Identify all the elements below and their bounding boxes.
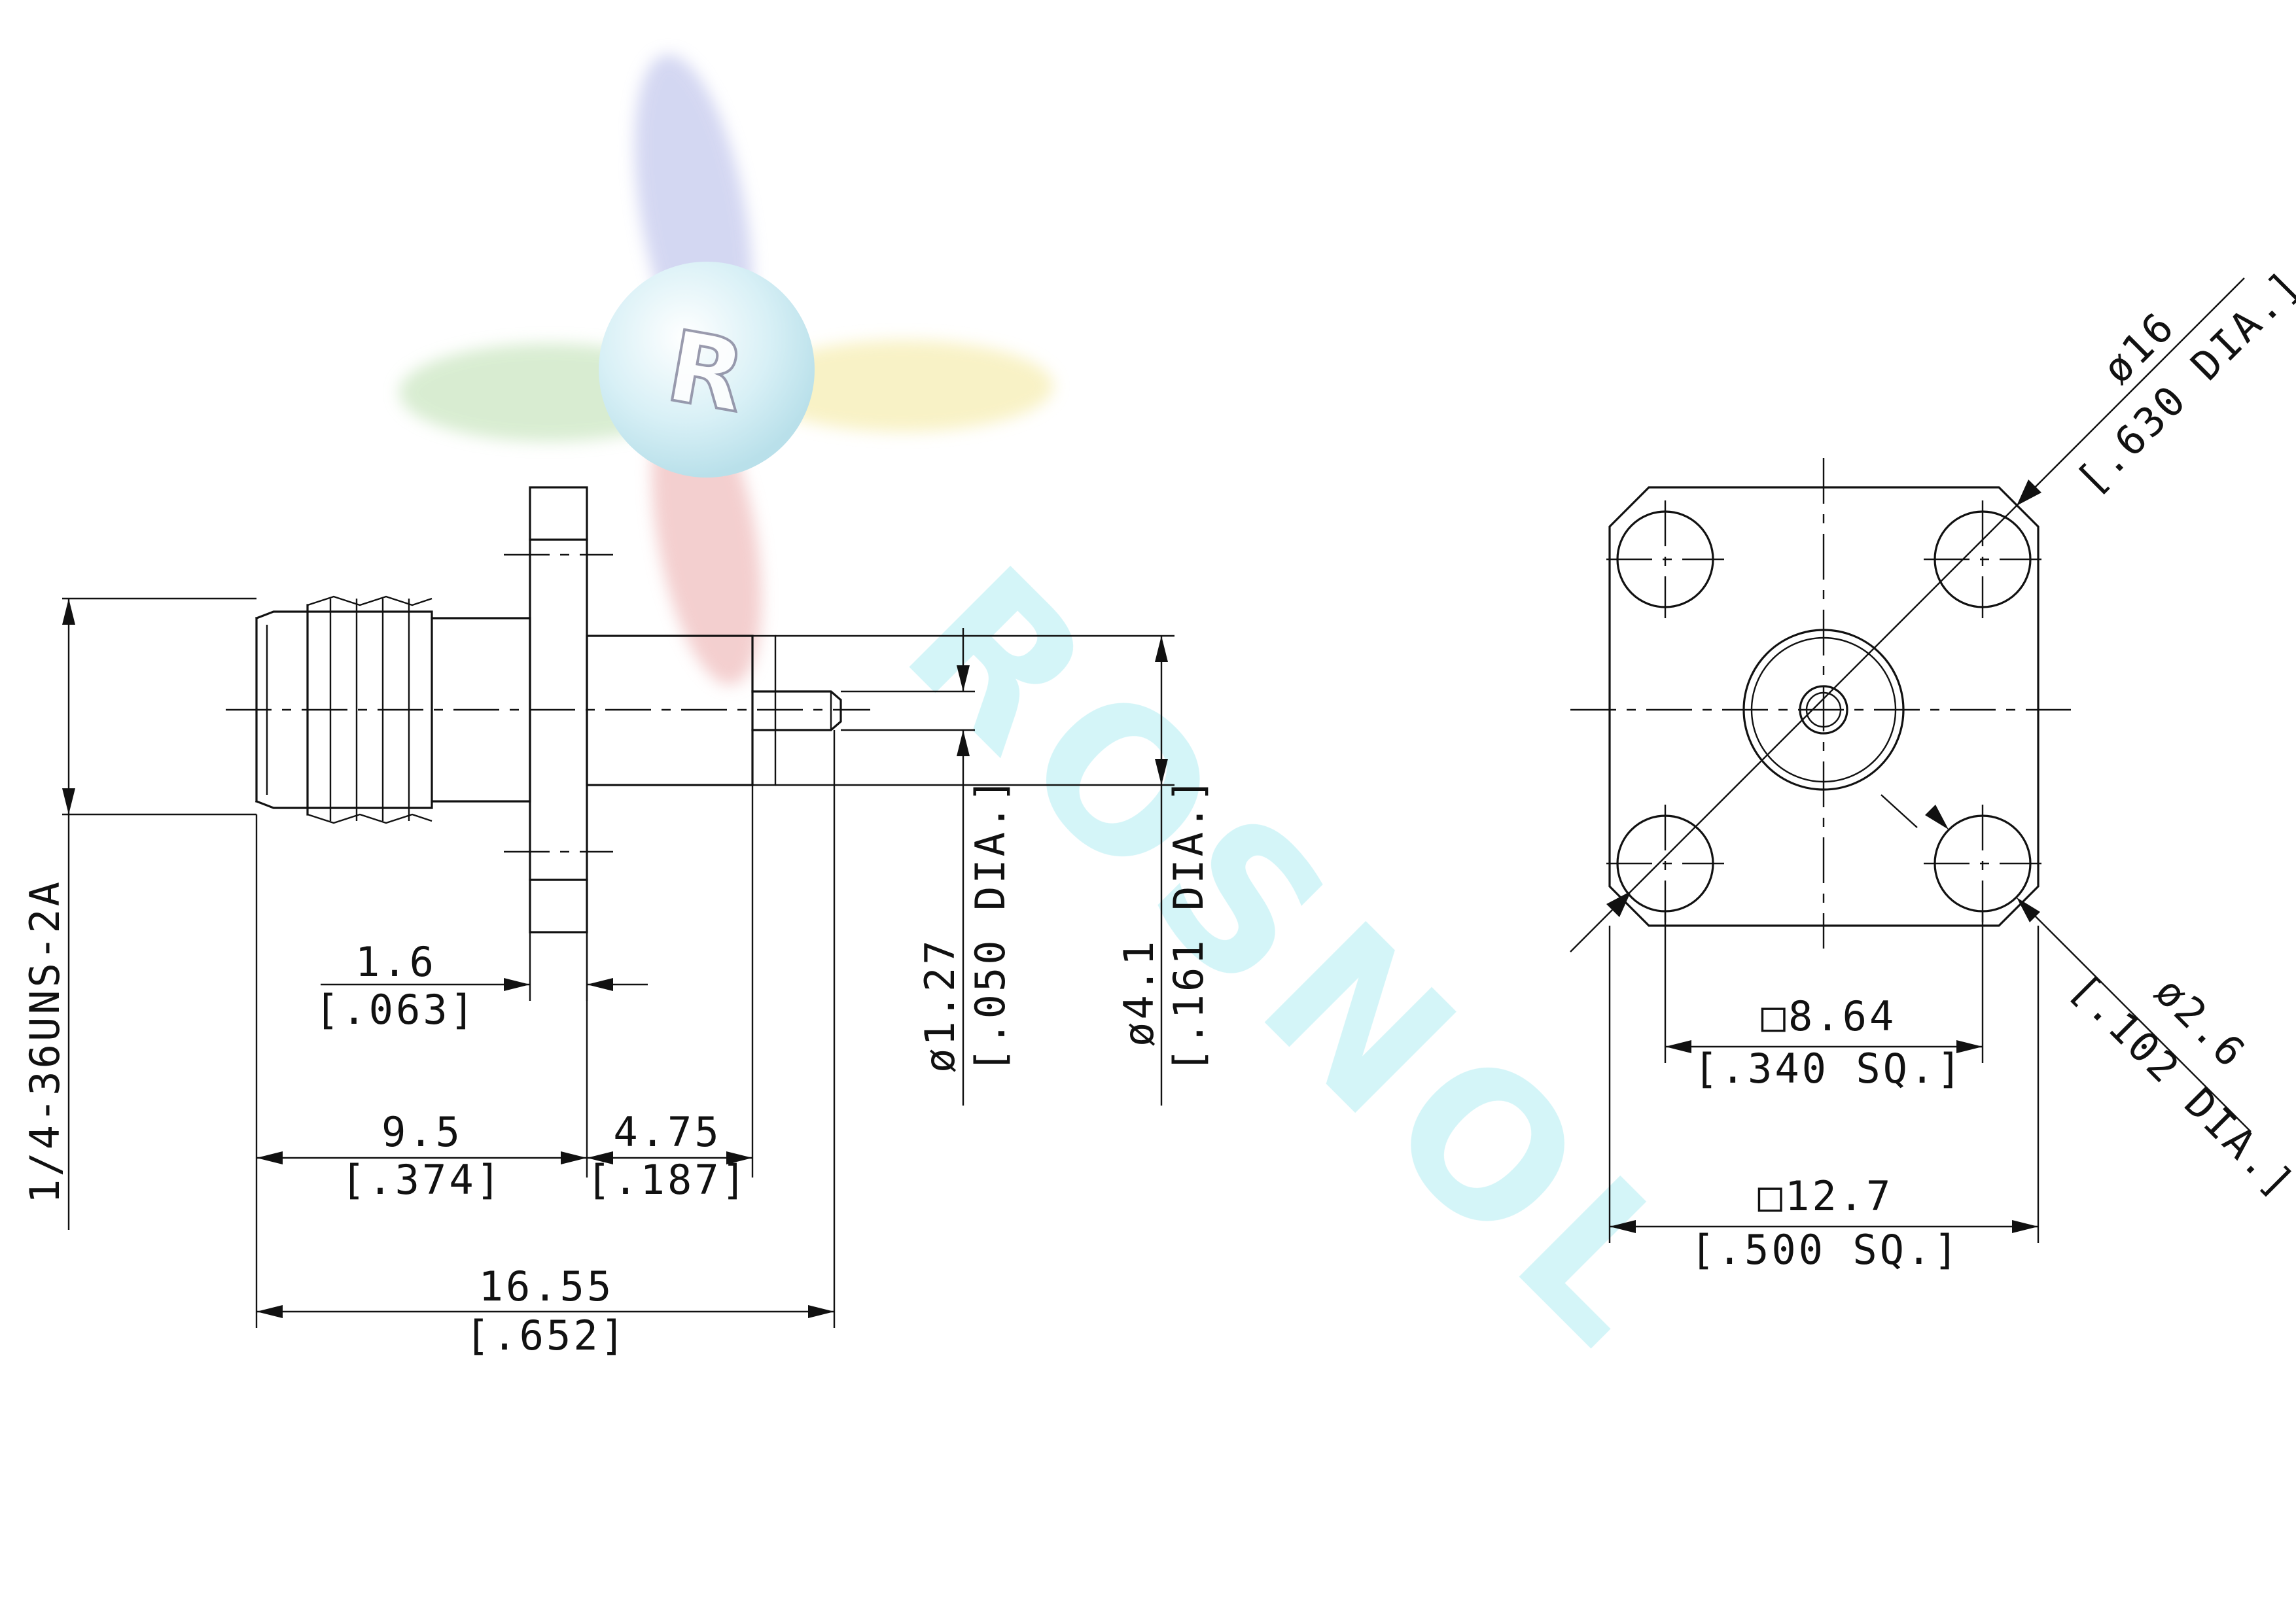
thread-label: 1/4-36UNS-2A [21, 879, 69, 1204]
dim-dielectric-diameter: ø4.1 [.161 DIA.] [775, 635, 1212, 1106]
body-length-mm: 4.75 [613, 1108, 721, 1156]
thread-length-inch: [.374] [341, 1156, 503, 1204]
body-length-inch: [.187] [586, 1156, 749, 1204]
watermark-globe [599, 262, 815, 478]
dim-thread-height: 1/4-36UNS-2A [21, 597, 256, 1230]
bolt-circle-inch: [.630 DIA.] [2067, 260, 2296, 504]
thread-section [255, 595, 531, 824]
square-flange [1608, 486, 2040, 927]
overall-length-mm: 16.55 [479, 1263, 614, 1310]
dim-hole-diameter: ø2.6 [.102 DIA.] [1881, 794, 2296, 1208]
pin-dia-inch: [.050 DIA.] [966, 775, 1014, 1073]
front-view: ø16 [.630 DIA.] ø2.6 [.102 DIA.] □8.64 [… [1570, 260, 2296, 1274]
dim-flange-thickness: 1.6 [.063] [315, 932, 648, 1034]
side-view: 1/4-36UNS-2A 1.6 [.063] 9.5 [.374] 4.75 … [21, 486, 1212, 1359]
dielectric-dia-inch: [.161 DIA.] [1165, 775, 1212, 1073]
flange-thickness-inch: [.063] [315, 986, 477, 1034]
front-view-centerlines [1570, 458, 2071, 949]
overall-length-inch: [.652] [465, 1312, 627, 1359]
hole-spacing-inch: [.340 SQ.] [1693, 1045, 1964, 1092]
dielectric-dia-mm: ø4.1 [1115, 939, 1163, 1047]
dim-flange-size: □12.7 [.500 SQ.] [1608, 926, 2040, 1274]
hole-spacing-mm: □8.64 [1761, 992, 1897, 1040]
pin-dia-mm: ø1.27 [916, 937, 964, 1073]
flange-size-mm: □12.7 [1758, 1172, 1894, 1220]
dim-lengths: 9.5 [.374] 4.75 [.187] [255, 730, 836, 1328]
flange-size-inch: [.500 SQ.] [1690, 1226, 1960, 1274]
thread-length-mm: 9.5 [381, 1108, 463, 1156]
dim-overall-length: 16.55 [.652] [256, 1263, 834, 1359]
mounting-holes [1606, 500, 2041, 922]
center-contact [1742, 629, 1905, 791]
flange-thickness-mm: 1.6 [355, 938, 436, 986]
dim-hole-spacing: □8.64 [.340 SQ.] [1664, 913, 1984, 1092]
dim-pin-diameter: ø1.27 [.050 DIA.] [841, 628, 1014, 1106]
center-pin [751, 690, 842, 731]
